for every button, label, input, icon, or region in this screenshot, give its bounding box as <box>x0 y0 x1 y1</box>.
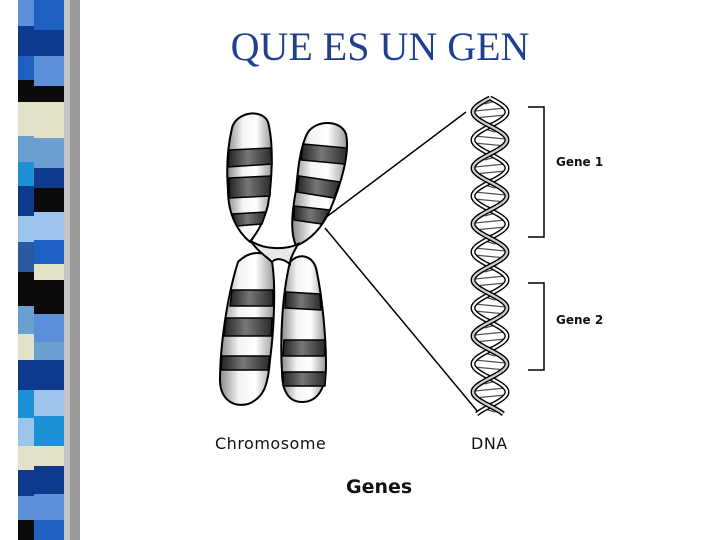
dna-helix <box>470 95 510 417</box>
dna-base-pair <box>474 275 506 280</box>
dna-base-pair <box>474 191 506 196</box>
gene2-bracket <box>528 282 545 371</box>
dna-base-pair <box>474 163 506 168</box>
dna-base-pair <box>474 107 506 112</box>
zoom-line-top <box>324 111 467 219</box>
dna-base-pair <box>474 359 506 364</box>
dna-base-pair <box>474 387 506 392</box>
zoom-line-bottom <box>324 227 479 413</box>
decorative-side-strip <box>0 0 80 540</box>
dna-base-pair <box>474 219 506 224</box>
gene1-bracket <box>528 106 545 238</box>
gene1-label: Gene 1 <box>556 155 604 169</box>
chromosome-bands <box>220 143 348 387</box>
figure-caption: Genes <box>346 476 413 498</box>
dna-label: DNA <box>471 434 508 453</box>
gene2-label: Gene 2 <box>556 313 604 327</box>
dna-base-pair <box>474 331 506 336</box>
chromosome-label: Chromosome <box>215 434 327 453</box>
dna-base-pair <box>474 135 506 140</box>
dna-base-pair <box>474 303 506 308</box>
slide-title: QUE ES UN GEN <box>230 24 530 69</box>
dna-base-pair <box>474 247 506 252</box>
strip-pattern <box>18 0 80 540</box>
